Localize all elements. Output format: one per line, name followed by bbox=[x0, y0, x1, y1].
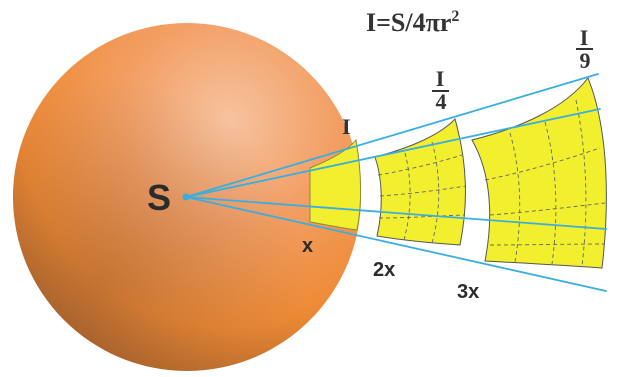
distance-label-2x: 2x bbox=[373, 259, 395, 281]
distance-label-3x: 3x bbox=[457, 281, 479, 303]
intensity-label-2-denominator: 4 bbox=[436, 89, 447, 114]
intensity-label-2: I 4 bbox=[432, 66, 449, 114]
ray-3 bbox=[185, 196, 607, 230]
light-rays bbox=[185, 73, 607, 292]
ray-4 bbox=[185, 196, 607, 292]
intensity-label-3-numerator: I bbox=[580, 25, 589, 50]
ray-1 bbox=[185, 73, 599, 198]
source-point bbox=[182, 193, 190, 201]
intensity-label-3-denominator: 9 bbox=[580, 48, 591, 73]
formula-text: I=S/4πr2 bbox=[366, 8, 459, 37]
area-patch-2 bbox=[374, 118, 467, 246]
intensity-label-3: I 9 bbox=[576, 25, 593, 73]
intensity-label-1: I bbox=[342, 114, 351, 139]
intensity-label-2-numerator: I bbox=[436, 66, 445, 91]
source-label: S bbox=[147, 177, 171, 218]
distance-label-x: x bbox=[302, 235, 313, 257]
ray-2 bbox=[185, 108, 601, 198]
